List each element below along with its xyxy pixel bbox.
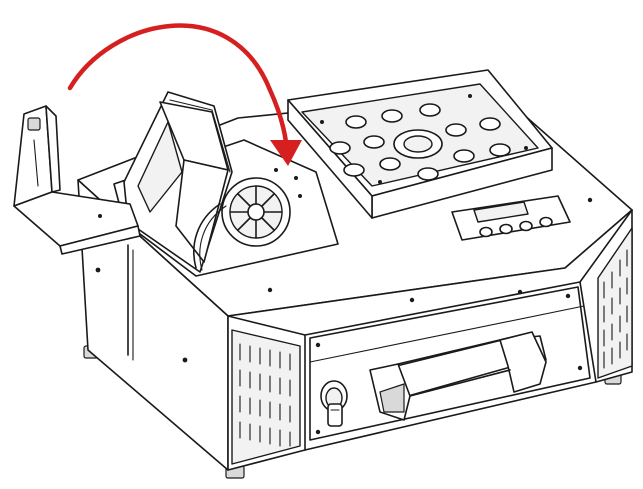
control-panel — [451, 195, 571, 241]
led-panel — [287, 69, 553, 219]
power-connector — [320, 380, 348, 427]
arrow-head-icon — [270, 140, 302, 166]
control-display — [473, 201, 529, 223]
control-buttons — [479, 226, 493, 238]
carry-handle — [369, 331, 547, 421]
mounting-bracket — [13, 105, 141, 255]
vent-grille-left — [231, 329, 301, 465]
rotate-tank-arrow — [67, 23, 302, 166]
vent-grille-right — [597, 227, 633, 379]
fluid-tank — [123, 91, 291, 273]
